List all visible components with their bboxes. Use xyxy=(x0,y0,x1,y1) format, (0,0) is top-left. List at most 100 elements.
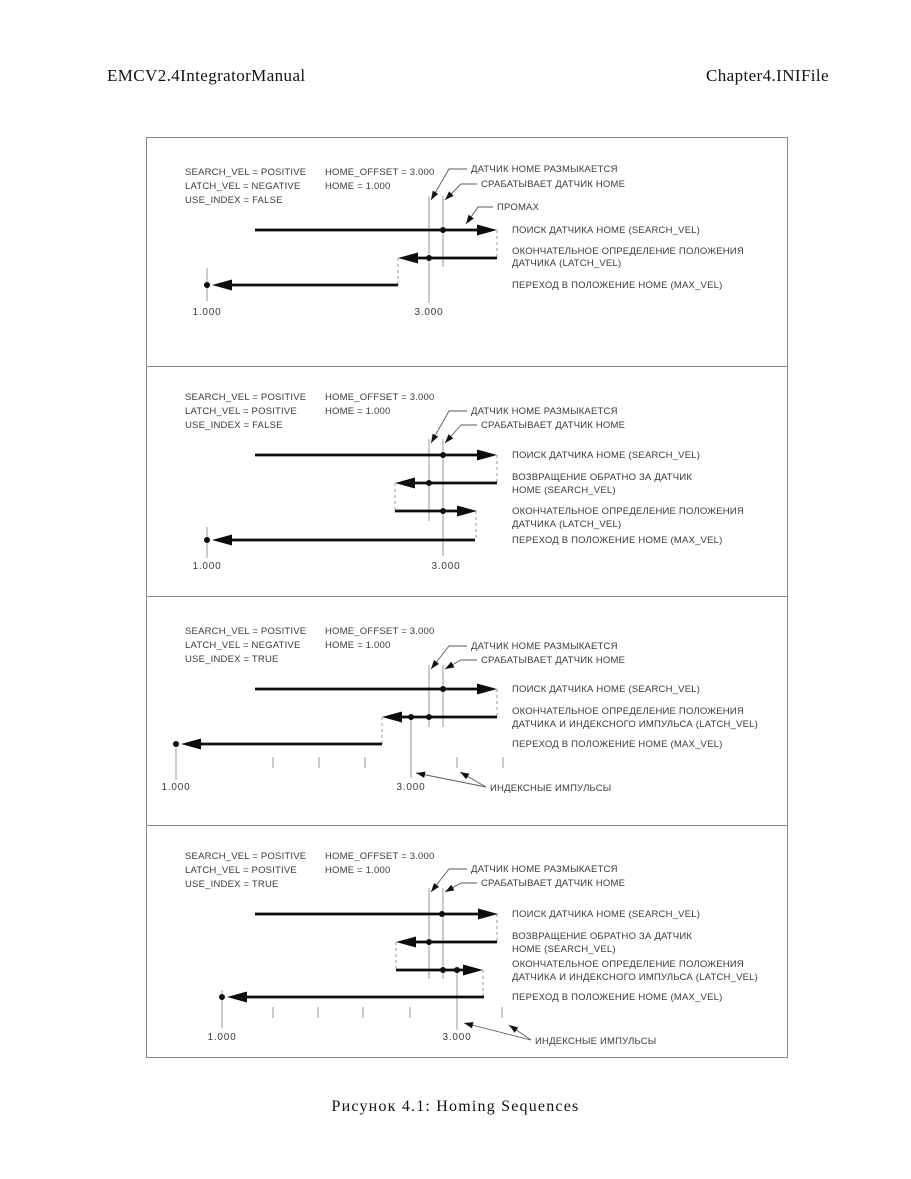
position-dot xyxy=(204,282,210,288)
row-label: ОКОНЧАТЕЛЬНОЕ ОПРЕДЕЛЕНИЕ ПОЛОЖЕНИЯ xyxy=(512,959,744,970)
callout-label: ПРОМАХ xyxy=(497,202,540,213)
position-dot xyxy=(426,714,432,720)
row-label: ОКОНЧАТЕЛЬНОЕ ОПРЕДЕЛЕНИЕ ПОЛОЖЕНИЯ xyxy=(512,246,744,257)
axis-value-label: 3.000 xyxy=(396,782,425,793)
row-label: ПОИСК ДАТЧИКА HOME (SEARCH_VEL) xyxy=(512,684,700,695)
index-leader-arrow xyxy=(416,771,426,778)
settings-line: SEARCH_VEL = POSITIVE xyxy=(185,392,306,403)
row-label: ДАТЧИКА И ИНДЕКСНОГО ИМПУЛЬСА (LATCH_VEL… xyxy=(512,972,758,983)
callout-arrow xyxy=(466,214,474,224)
callout-arrow xyxy=(445,191,454,200)
position-dot xyxy=(439,911,445,917)
param-line: HOME_OFFSET = 3.000 xyxy=(325,851,434,862)
position-dot xyxy=(426,255,432,261)
row-label: ОКОНЧАТЕЛЬНОЕ ОПРЕДЕЛЕНИЕ ПОЛОЖЕНИЯ xyxy=(512,706,744,717)
position-dot xyxy=(440,967,446,973)
axis-value-label: 3.000 xyxy=(442,1032,471,1043)
motion-arrow-head xyxy=(477,683,497,695)
position-dot xyxy=(173,741,179,747)
row-label: ПОИСК ДАТЧИКА HOME (SEARCH_VEL) xyxy=(512,225,700,236)
motion-arrow-head xyxy=(457,505,477,517)
row-label: ПОИСК ДАТЧИКА HOME (SEARCH_VEL) xyxy=(512,909,700,920)
param-line: HOME_OFFSET = 3.000 xyxy=(325,626,434,637)
figure-caption: Рисунок 4.1: Homing Sequences xyxy=(331,1098,580,1115)
settings-line: USE_INDEX = FALSE xyxy=(185,420,283,431)
motion-arrow-head xyxy=(396,936,416,948)
row-label: ДАТЧИКА И ИНДЕКСНОГО ИМПУЛЬСА (LATCH_VEL… xyxy=(512,719,758,730)
position-dot xyxy=(219,994,225,1000)
row-label: HOME (SEARCH_VEL) xyxy=(512,944,616,955)
motion-arrow-head xyxy=(181,738,201,750)
motion-arrow-head xyxy=(477,449,497,461)
position-dot xyxy=(440,686,446,692)
settings-line: LATCH_VEL = NEGATIVE xyxy=(185,640,301,651)
callout-leader xyxy=(430,168,467,201)
callout-label: ДАТЧИК HOME РАЗМЫКАЕТСЯ xyxy=(471,641,618,652)
motion-arrow-head xyxy=(477,224,497,236)
callout-arrow xyxy=(431,190,439,200)
callout-arrow xyxy=(445,434,454,443)
position-dot xyxy=(440,227,446,233)
callout-leader xyxy=(430,868,467,893)
settings-line: LATCH_VEL = NEGATIVE xyxy=(185,181,301,192)
callout-label: ДАТЧИК HOME РАЗМЫКАЕТСЯ xyxy=(471,864,618,875)
param-line: HOME = 1.000 xyxy=(325,640,391,651)
axis-value-label: 1.000 xyxy=(192,307,221,318)
callout-label: ДАТЧИК HOME РАЗМЫКАЕТСЯ xyxy=(471,164,618,175)
position-dot xyxy=(426,480,432,486)
settings-line: USE_INDEX = FALSE xyxy=(185,195,283,206)
index-pulses-label: ИНДЕКСНЫЕ ИМПУЛЬСЫ xyxy=(490,783,611,794)
motion-arrow-head xyxy=(382,711,402,723)
param-line: HOME = 1.000 xyxy=(325,865,391,876)
index-leader xyxy=(463,1022,532,1041)
motion-arrow-head xyxy=(212,279,232,291)
axis-value-label: 3.000 xyxy=(431,561,460,572)
position-dot xyxy=(426,939,432,945)
callout-label: СРАБАТЫВАЕТ ДАТЧИК HOME xyxy=(481,420,625,431)
position-dot xyxy=(454,967,460,973)
position-dot xyxy=(440,508,446,514)
motion-arrow-head xyxy=(212,534,232,546)
index-leader-arrow xyxy=(509,1025,519,1033)
param-line: HOME_OFFSET = 3.000 xyxy=(325,392,434,403)
position-dot xyxy=(440,452,446,458)
param-line: HOME_OFFSET = 3.000 xyxy=(325,167,434,178)
callout-label: ДАТЧИК HOME РАЗМЫКАЕТСЯ xyxy=(471,406,618,417)
motion-arrow-head xyxy=(227,991,247,1003)
callout-arrow xyxy=(431,882,440,892)
settings-line: LATCH_VEL = POSITIVE xyxy=(185,865,297,876)
settings-line: USE_INDEX = TRUE xyxy=(185,654,279,665)
row-label: ДАТЧИКА (LATCH_VEL) xyxy=(512,258,621,269)
param-line: HOME = 1.000 xyxy=(325,406,391,417)
callout-leader xyxy=(430,645,467,670)
callout-arrow xyxy=(445,884,455,892)
row-label: ДАТЧИКА (LATCH_VEL) xyxy=(512,519,621,530)
row-label: ПЕРЕХОД В ПОЛОЖЕНИЕ HOME (MAX_VEL) xyxy=(512,992,722,1003)
row-label: HOME (SEARCH_VEL) xyxy=(512,485,616,496)
callout-label: СРАБАТЫВАЕТ ДАТЧИК HOME xyxy=(481,878,625,889)
row-label: ПЕРЕХОД В ПОЛОЖЕНИЕ HOME (MAX_VEL) xyxy=(512,535,722,546)
settings-line: SEARCH_VEL = POSITIVE xyxy=(185,851,306,862)
row-label: ПЕРЕХОД В ПОЛОЖЕНИЕ HOME (MAX_VEL) xyxy=(512,739,722,750)
motion-arrow-head xyxy=(395,477,415,489)
index-leader-arrow xyxy=(464,1022,474,1029)
callout-label: СРАБАТЫВАЕТ ДАТЧИК HOME xyxy=(481,179,625,190)
row-label: ОКОНЧАТЕЛЬНОЕ ОПРЕДЕЛЕНИЕ ПОЛОЖЕНИЯ xyxy=(512,506,744,517)
settings-line: USE_INDEX = TRUE xyxy=(185,879,279,890)
settings-line: SEARCH_VEL = POSITIVE xyxy=(185,167,306,178)
position-dot xyxy=(204,537,210,543)
axis-value-label: 1.000 xyxy=(161,782,190,793)
row-label: ВОЗВРАЩЕНИЕ ОБРАТНО ЗА ДАТЧИК xyxy=(512,931,692,942)
callout-arrow xyxy=(431,433,439,443)
index-pulses-label: ИНДЕКСНЫЕ ИМПУЛЬСЫ xyxy=(535,1036,656,1047)
callout-arrow xyxy=(445,661,455,669)
callout-leader xyxy=(430,410,467,444)
axis-value-label: 1.000 xyxy=(192,561,221,572)
header-left: EMCV2.4IntegratorManual xyxy=(107,66,306,85)
figure-border xyxy=(146,137,788,1058)
motion-arrow-head xyxy=(398,252,418,264)
row-label: ВОЗВРАЩЕНИЕ ОБРАТНО ЗА ДАТЧИК xyxy=(512,472,692,483)
axis-value-label: 1.000 xyxy=(207,1032,236,1043)
